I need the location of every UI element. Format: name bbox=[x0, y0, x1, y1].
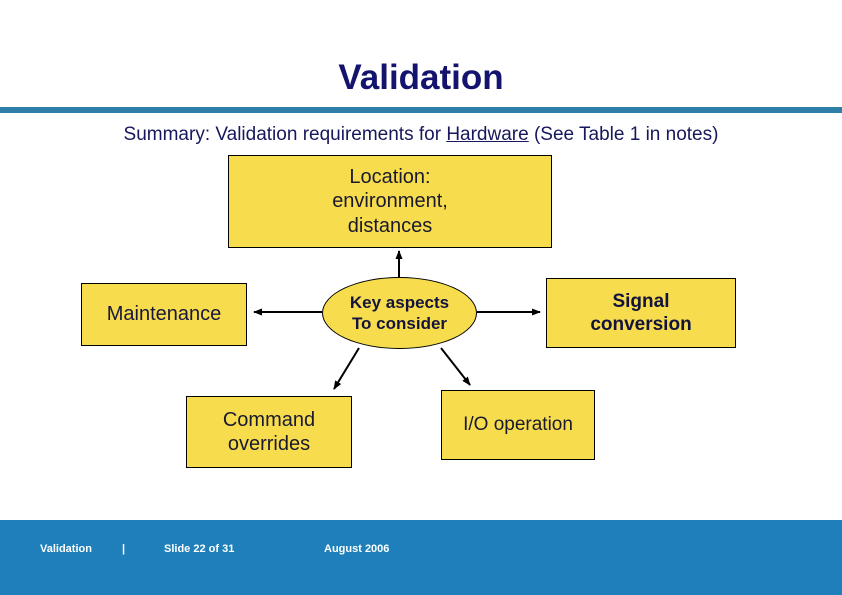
node-location-line1: Location: bbox=[349, 165, 431, 188]
node-location[interactable]: Location: environment, distances bbox=[228, 155, 552, 248]
subtitle-emphasis-hardware: Hardware bbox=[446, 124, 529, 145]
subtitle-text-after: (See Table 1 in notes) bbox=[528, 124, 719, 145]
footer-slide-counter: Slide 22 of 31 bbox=[164, 543, 235, 555]
node-command-overrides[interactable]: Command overrides bbox=[186, 396, 352, 468]
node-io-label: I/O operation bbox=[463, 414, 573, 436]
title-divider-rule bbox=[0, 107, 842, 113]
page-title: Validation bbox=[338, 58, 504, 97]
subtitle-text-before: Summary: Validation requirements for bbox=[123, 124, 447, 145]
concept-diagram: Location: environment, distances Mainten… bbox=[81, 155, 736, 468]
node-maintenance[interactable]: Maintenance bbox=[81, 283, 247, 346]
node-signal-conversion[interactable]: Signal conversion bbox=[546, 278, 736, 348]
connector-arrows-layer bbox=[253, 250, 541, 390]
node-io-operation[interactable]: I/O operation bbox=[441, 390, 595, 460]
slide-subtitle: Summary: Validation requirements for Har… bbox=[0, 123, 842, 147]
node-location-line2: environment, bbox=[332, 190, 448, 213]
node-command-line2: overrides bbox=[227, 433, 311, 455]
node-key-aspects-center[interactable]: Key aspects To consider bbox=[322, 277, 477, 349]
node-location-line3: distances bbox=[347, 214, 433, 237]
footer-date: August 2006 bbox=[324, 543, 390, 555]
footer-deck-name: Validation bbox=[40, 543, 92, 555]
footer-band: Validation | Slide 22 of 31 August 2006 bbox=[0, 520, 842, 595]
arrow-center-to-command-overrides bbox=[333, 347, 360, 390]
center-line1: Key aspects bbox=[349, 292, 450, 312]
node-command-line1: Command bbox=[222, 408, 316, 431]
node-signal-line2: conversion bbox=[590, 314, 692, 335]
node-maintenance-label: Maintenance bbox=[106, 303, 222, 326]
center-line2: To consider bbox=[351, 314, 448, 333]
node-signal-line1: Signal bbox=[612, 290, 670, 312]
footer-content: Validation | Slide 22 of 31 August 2006 bbox=[40, 543, 389, 555]
arrow-center-to-io-operation bbox=[440, 347, 471, 386]
footer-separator: | bbox=[122, 543, 126, 555]
